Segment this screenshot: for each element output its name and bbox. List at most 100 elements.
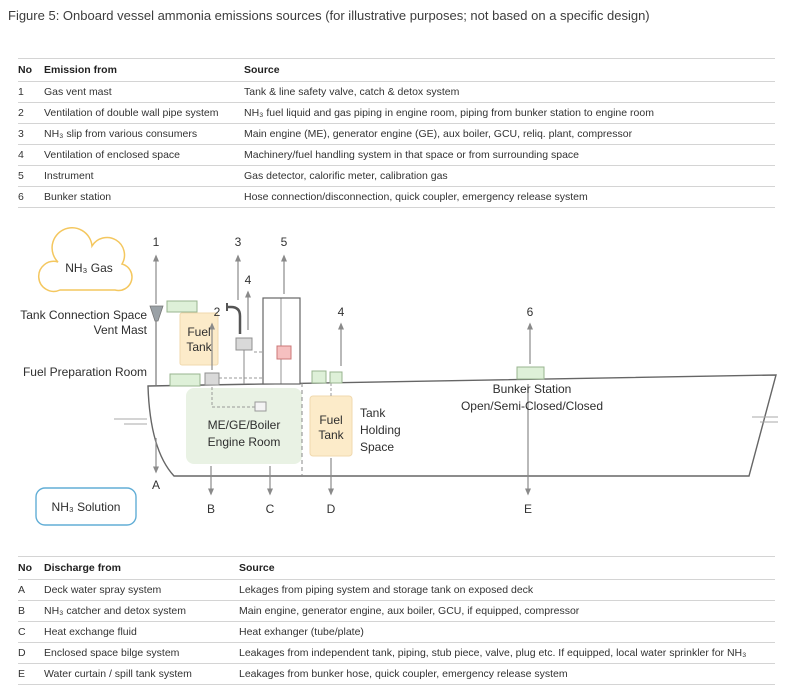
table-row: C Heat exchange fluid Heat exhanger (tub… [18,621,775,643]
row-source: Machinery/fuel handling system in that s… [244,144,775,166]
bunker-station-unit [516,366,545,380]
discharge-marker-A: A [152,478,160,492]
emission-marker-1: 1 [153,235,160,249]
emission-marker-6: 6 [527,305,534,319]
row-no: E [18,663,44,685]
row-no: C [18,621,44,643]
row-from: Instrument [44,165,244,187]
nh3-gas-label: NH₃ Gas [65,261,113,275]
row-source: NH₃ fuel liquid and gas piping in engine… [244,102,775,124]
row-from: Water curtain / spill tank system [44,663,239,685]
emissions-header-row: No Emission from Source [18,58,775,82]
tank-holding-label-3: Space [360,440,394,454]
row-no: D [18,642,44,664]
row-no: A [18,579,44,601]
emissions-col-source: Source [244,58,775,82]
row-from: NH₃ slip from various consumers [44,123,244,145]
engine-room-equipment-box [254,401,267,412]
row-source: Hose connection/disconnection, quick cou… [244,186,775,208]
engine-room-label-2: Engine Room [208,435,281,449]
table-row: D Enclosed space bilge system Leakages f… [18,642,775,664]
double-wall-pipe-engine [211,387,255,408]
row-no: 1 [18,81,44,103]
discharge-col-source: Source [239,556,775,580]
row-from: Enclosed space bilge system [44,642,239,664]
table-row: 4 Ventilation of enclosed space Machiner… [18,144,775,166]
row-source: Leakages from independent tank, piping, … [239,642,775,664]
row-no: 4 [18,144,44,166]
pipe-vent-unit [204,372,220,386]
row-source: Heat exhanger (tube/plate) [239,621,775,643]
emissions-table: No Emission from Source 1 Gas vent mast … [18,58,775,208]
table-row: 3 NH₃ slip from various consumers Main e… [18,123,775,145]
discharge-col-from: Discharge from [44,556,239,580]
row-no: B [18,600,44,622]
row-no: 6 [18,186,44,208]
waterline-right [752,416,778,423]
bunker-station-label-2: Open/Semi-Closed/Closed [461,399,603,413]
row-from: Bunker station [44,186,244,208]
discharge-col-no: No [18,556,44,580]
table-row: 5 Instrument Gas detector, calorific met… [18,165,775,187]
discharge-table: No Discharge from Source A Deck water sp… [18,556,775,685]
enclosed-space-vent-1 [311,370,327,384]
enclosed-space-vent-2 [329,371,343,384]
discharge-marker-E: E [524,502,532,516]
emission-marker-4a: 4 [245,273,252,287]
discharge-marker-D: D [327,502,336,516]
row-source: Lekages from piping system and storage t… [239,579,775,601]
nh3-solution-box [35,487,137,526]
tank-connection-equipment [166,300,198,313]
fuel-tank-2-label-2: Tank [318,428,344,442]
ship-hull [147,374,777,477]
fuel-tank-2-label-1: Fuel [319,413,342,427]
emission-marker-2: 2 [214,305,221,319]
row-from: Gas vent mast [44,81,244,103]
row-from: Ventilation of double wall pipe system [44,102,244,124]
emission-marker-5: 5 [281,235,288,249]
discharge-marker-C: C [266,502,275,516]
tank-connection-space-label: Tank Connection Space [20,308,147,322]
row-from: Heat exchange fluid [44,621,239,643]
vessel-schematic: NH₃ Gas NH₃ Solution Tank Connection Spa… [20,227,778,526]
row-no: 2 [18,102,44,124]
row-from: Deck water spray system [44,579,239,601]
nh3-gas-cloud [38,227,133,293]
nh3-solution-label: NH₃ Solution [52,500,121,514]
row-source: Gas detector, calorific meter, calibrati… [244,165,775,187]
vessel-diagram: NH₃ Gas NH₃ Solution Tank Connection Spa… [0,226,792,546]
row-source: Leakages from bunker hose, quick coupler… [239,663,775,685]
consumer-unit [235,337,253,351]
table-row: 6 Bunker station Hose connection/disconn… [18,186,775,208]
bunker-station-label-1: Bunker Station [493,382,572,396]
vent-mast-label: Vent Mast [94,323,148,337]
table-row: 1 Gas vent mast Tank & line safety valve… [18,81,775,103]
row-source: Main engine (ME), generator engine (GE),… [244,123,775,145]
fuel-prep-room-label: Fuel Preparation Room [23,365,147,379]
vent-mast-icon [149,305,164,322]
tank-holding-label-2: Holding [360,423,401,437]
instrument-unit [276,345,292,360]
table-row: B NH₃ catcher and detox system Main engi… [18,600,775,622]
discharge-header-row: No Discharge from Source [18,556,775,580]
emissions-col-no: No [18,58,44,82]
fuel-tank-1-label-1: Fuel [187,325,210,339]
emission-marker-4b: 4 [338,305,345,319]
row-source: Tank & line safety valve, catch & detox … [244,81,775,103]
discharge-marker-B: B [207,502,215,516]
row-from: Ventilation of enclosed space [44,144,244,166]
engine-exhaust-funnel [227,305,242,334]
fuel-tank-1 [179,312,219,366]
emission-marker-3: 3 [235,235,242,249]
row-no: 3 [18,123,44,145]
instrument-tower [262,297,301,385]
row-from: NH₃ catcher and detox system [44,600,239,622]
fuel-prep-equipment [169,373,201,387]
emissions-col-from: Emission from [44,58,244,82]
tank-holding-label-1: Tank [360,406,386,420]
waterline-left [114,418,147,425]
table-row: E Water curtain / spill tank system Leak… [18,663,775,685]
table-row: 2 Ventilation of double wall pipe system… [18,102,775,124]
row-source: Main engine, generator engine, aux boile… [239,600,775,622]
